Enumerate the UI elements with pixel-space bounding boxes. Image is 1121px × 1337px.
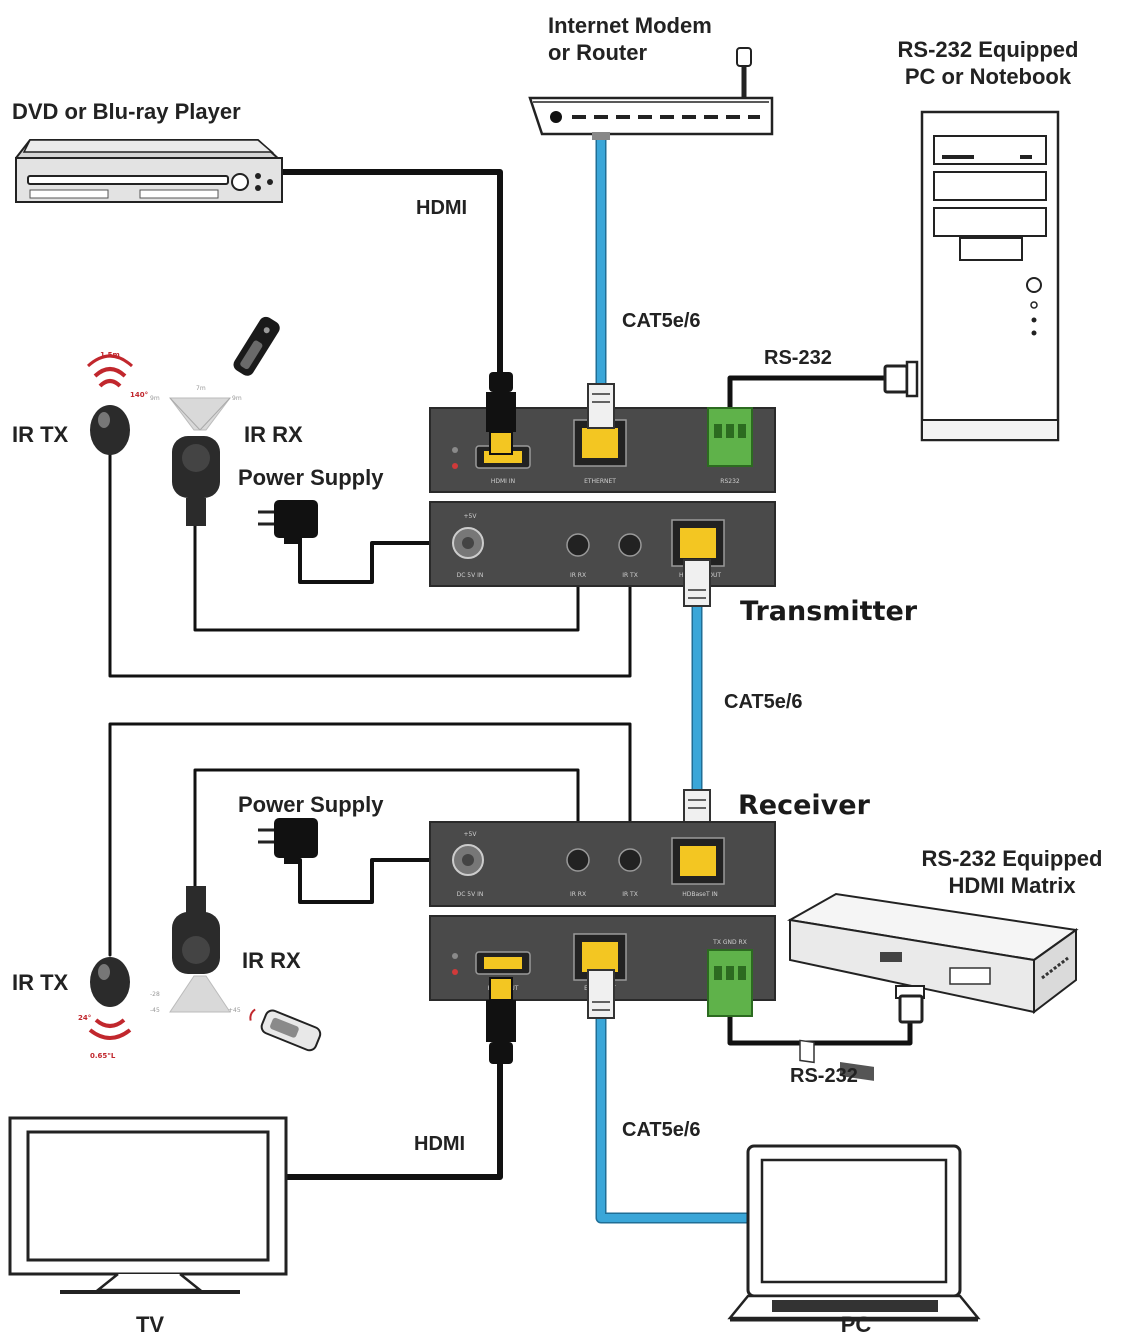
svg-text:RS232: RS232	[720, 478, 740, 485]
rs232-cable-top	[727, 375, 903, 411]
labels: Internet Modem or Router RS-232 Equipped…	[12, 13, 1102, 1337]
power-cable-top	[298, 535, 444, 584]
label-dvd: DVD or Blu-ray Player	[12, 99, 241, 124]
ir-tx-cable-top	[108, 453, 632, 678]
label-pc: PC	[841, 1312, 872, 1337]
svg-text:0.65"L: 0.65"L	[90, 1052, 116, 1060]
svg-text:IR TX: IR TX	[622, 572, 638, 579]
label-cat-top: CAT5e/6	[622, 310, 701, 332]
ir-rx-cable-bottom	[193, 768, 580, 890]
svg-text:-28: -28	[150, 991, 160, 998]
label-modem-line1: Internet Modem	[548, 13, 712, 38]
label-pc-top-line2: PC or Notebook	[905, 64, 1072, 89]
svg-text:140°: 140°	[130, 391, 148, 399]
ir-rx-cable-top	[193, 523, 580, 632]
transmitter-unit: HDMI IN ETHERNET RS232 +5V DC 5V IN IR R…	[429, 372, 776, 607]
label-ir-rx-top: IR RX	[244, 422, 303, 447]
svg-text:9m: 9m	[150, 395, 160, 402]
ir-tx-cable-bottom	[108, 722, 632, 957]
receiver-unit: +5V DC 5V IN IR RX IR TX HDBaseT IN HDMI…	[429, 789, 776, 1064]
cables	[108, 132, 913, 1224]
dvd-player	[15, 139, 283, 203]
remote-control-top	[233, 316, 280, 376]
label-ir-tx-top: IR TX	[12, 422, 69, 447]
laptop-pc	[727, 1144, 981, 1322]
label-hdmi-bottom: HDMI	[414, 1133, 465, 1155]
rs232-cable-bottom	[727, 1012, 913, 1046]
label-matrix-line2: HDMI Matrix	[948, 873, 1076, 898]
remote-control-bottom	[249, 1008, 322, 1052]
svg-text:9m: 9m	[232, 395, 242, 402]
svg-text:+5V: +5V	[464, 513, 478, 520]
label-matrix-line1: RS-232 Equipped	[922, 846, 1103, 871]
svg-text:ETHERNET: ETHERNET	[584, 478, 616, 485]
ir-rx-top: 7m 9m 9m	[150, 385, 242, 526]
svg-text:-45: -45	[150, 1007, 160, 1014]
label-cat-mid: CAT5e/6	[724, 691, 803, 713]
hdmi-cable-top	[279, 169, 503, 375]
ir-tx-bottom: 24° 0.65"L	[78, 957, 132, 1060]
label-ir-tx-bottom: IR TX	[12, 970, 69, 995]
svg-text:HDBaseT IN: HDBaseT IN	[682, 891, 718, 898]
label-power-top: Power Supply	[238, 465, 384, 490]
label-rs232-bottom: RS-232	[790, 1065, 858, 1087]
svg-text:7m: 7m	[196, 385, 206, 392]
label-rs232-top: RS-232	[764, 347, 832, 369]
label-pc-top-line1: RS-232 Equipped	[898, 37, 1079, 62]
svg-text:+45: +45	[228, 1007, 241, 1014]
label-cat-bottom: CAT5e/6	[622, 1119, 701, 1141]
label-receiver: Receiver	[738, 790, 871, 821]
svg-text:DC 5V IN: DC 5V IN	[457, 891, 484, 898]
power-adapter-top	[258, 500, 318, 544]
power-cable-bottom	[298, 858, 444, 904]
svg-text:IR RX: IR RX	[570, 572, 586, 579]
ir-rx-bottom: -28 +45 -45	[150, 886, 241, 1014]
label-power-bottom: Power Supply	[238, 792, 384, 817]
svg-text:24°: 24°	[78, 1014, 91, 1022]
label-transmitter: Transmitter	[740, 596, 918, 627]
svg-text:HDMI IN: HDMI IN	[491, 478, 515, 485]
power-adapter-bottom	[258, 818, 318, 864]
cat-cable-bottom	[595, 1004, 754, 1224]
svg-text:IR TX: IR TX	[622, 891, 638, 898]
tv	[8, 1116, 288, 1294]
hdmi-matrix	[787, 892, 1079, 1081]
svg-text:IR RX: IR RX	[570, 891, 586, 898]
label-modem-line2: or Router	[548, 40, 647, 65]
label-hdmi-top: HDMI	[416, 197, 467, 219]
svg-text:+5V: +5V	[464, 831, 478, 838]
pc-tower	[883, 110, 1060, 442]
svg-text:DC 5V IN: DC 5V IN	[457, 572, 484, 579]
svg-text:TX GND RX: TX GND RX	[712, 939, 747, 946]
hdmi-cable-bottom	[282, 1059, 503, 1180]
label-ir-rx-bottom: IR RX	[242, 948, 301, 973]
svg-text:1.5m: 1.5m	[100, 351, 120, 359]
router-device	[528, 47, 774, 140]
ir-tx-top: 1.5m 140°	[86, 351, 148, 455]
label-tv: TV	[136, 1312, 164, 1337]
